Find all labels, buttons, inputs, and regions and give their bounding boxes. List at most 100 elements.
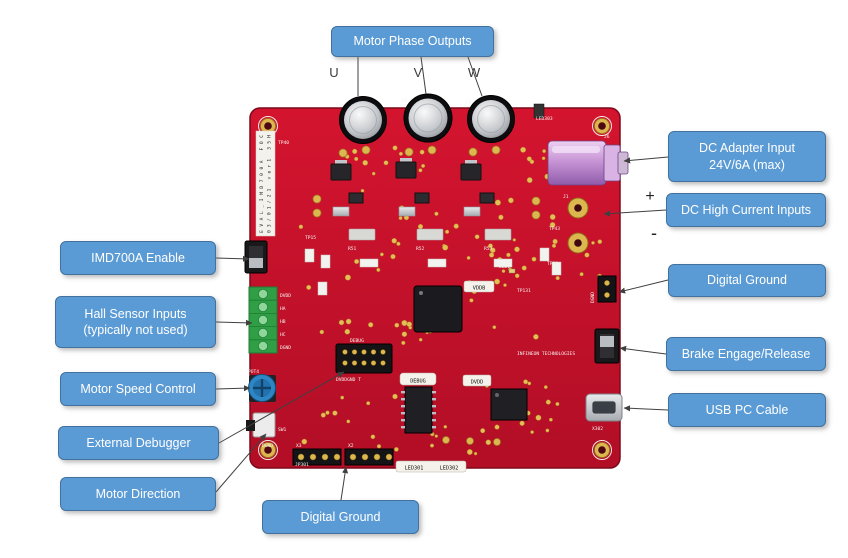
label-jp301: JP301	[295, 462, 309, 468]
power-stage-fets	[330, 158, 495, 217]
label-x3: X3	[296, 443, 302, 449]
leader-dc-high-current	[603, 209, 667, 217]
capacitor-c3	[467, 95, 515, 143]
leader-direction	[215, 433, 267, 493]
callout-label: Digital Ground	[707, 273, 787, 288]
via-dots	[298, 145, 603, 456]
callout-imd700a-enable: IMD700A Enable	[60, 241, 216, 275]
test-points	[312, 145, 541, 446]
label-debug-box: DEBUG	[410, 379, 426, 385]
board-title-line2: 03/01/21 ver1 35H	[267, 135, 273, 233]
label-dgnd-bottom: DGND	[262, 443, 273, 449]
shunt-resistors	[348, 228, 512, 241]
callout-dc-adapter-input: DC Adapter Input 24V/6A (max)	[668, 131, 826, 182]
brake-switch	[594, 328, 620, 364]
phase-label-v: V	[413, 65, 423, 80]
label-hall-dvdd: DVDD	[280, 293, 291, 299]
label-x302: X302	[592, 426, 603, 432]
callout-label: External Debugger	[86, 435, 191, 450]
callout-motor-speed-control: Motor Speed Control	[60, 372, 216, 406]
label-c1: C1	[336, 102, 342, 108]
label-j6: J6	[604, 134, 610, 140]
callout-label: Brake Engage/Release	[681, 346, 811, 361]
callout-dc-high-current-inputs: DC High Current Inputs	[666, 193, 826, 227]
label-hall-ha: HA	[280, 306, 286, 312]
debug-header	[335, 343, 393, 374]
callout-label: Motor Phase Outputs	[353, 34, 472, 49]
callout-label: Hall Sensor Inputs (typically not used)	[83, 306, 188, 338]
callout-label: DC Adapter Input 24V/6A (max)	[699, 141, 795, 172]
label-dgnd-right: DGND	[590, 292, 596, 303]
label-led301: LED301	[405, 466, 424, 472]
label-led1: LED1	[499, 264, 510, 270]
label-pot4: POT4	[248, 369, 259, 375]
leader-brake	[619, 345, 667, 355]
mounting-holes	[258, 116, 612, 460]
leader-phase-v	[420, 56, 427, 95]
callout-external-debugger: External Debugger	[58, 426, 219, 460]
label-r53: R53	[484, 246, 493, 252]
callout-label: Motor Direction	[95, 486, 181, 501]
callout-hall-sensor-inputs: Hall Sensor Inputs (typically not used)	[55, 296, 216, 348]
leader-lines	[215, 56, 669, 501]
callout-digital-ground-right: Digital Ground	[668, 264, 826, 297]
callout-brake-engage-release: Brake Engage/Release	[666, 337, 826, 371]
leader-debugger	[218, 371, 345, 444]
label-tp15: TP15	[305, 235, 316, 241]
callout-label: DC High Current Inputs	[681, 202, 811, 217]
led303-part	[533, 103, 545, 119]
label-r52: R52	[416, 246, 425, 252]
label-led302: LED302	[440, 466, 459, 472]
label-tp50: TP50	[547, 261, 558, 267]
header-x3	[292, 448, 342, 466]
callout-usb-pc-cable: USB PC Cable	[668, 393, 826, 427]
dgnd-header-right	[597, 275, 617, 303]
callout-motor-direction: Motor Direction	[60, 477, 216, 511]
label-hall-hc: HC	[280, 332, 286, 338]
label-j1: J1	[563, 194, 569, 200]
leader-enable	[215, 255, 250, 262]
label-hall-hb: HB	[280, 319, 286, 325]
imd700a-mcu-chip	[413, 285, 463, 333]
polarity-plus-label: +	[645, 188, 655, 205]
imd700a-enable-switch	[244, 240, 268, 274]
leader-phase-w	[467, 56, 483, 97]
leader-digital-ground-right	[618, 279, 669, 294]
leader-usb	[623, 405, 669, 412]
polarity-minus-label: -	[651, 223, 657, 243]
callout-label: Motor Speed Control	[80, 381, 196, 396]
usb-bridge-chip	[490, 388, 528, 421]
label-tp131: TP131	[517, 288, 531, 294]
capacitor-c1	[339, 96, 387, 144]
phase-label-u: U	[329, 65, 339, 80]
label-tp43: TP43	[549, 226, 560, 232]
speed-potentiometer	[248, 374, 276, 402]
silkscreen-boxes	[395, 280, 495, 473]
label-tp40: TP40	[278, 140, 289, 146]
label-x2: X2	[348, 443, 354, 449]
leader-hall	[215, 319, 253, 326]
label-r51: R51	[348, 246, 357, 252]
header-x2	[344, 448, 394, 466]
dc-barrel-jack	[547, 140, 629, 186]
pcb-board	[244, 93, 629, 473]
label-debug-header: DEBUG	[350, 338, 364, 344]
led1-led	[508, 268, 516, 274]
leader-digital-ground-bottom	[340, 466, 349, 501]
label-infineon: INFINEON TECHNOLOGIES	[517, 351, 575, 357]
callout-motor-phase-outputs: Motor Phase Outputs	[331, 26, 494, 57]
micro-usb-connector	[585, 393, 623, 422]
terminal-j1-positive	[567, 197, 589, 219]
label-sw1: SW1	[278, 427, 287, 433]
hall-terminal-block	[248, 286, 278, 354]
label-led303: LED303	[536, 116, 553, 122]
label-vddb: VDDB	[473, 286, 486, 292]
label-c3: C3	[466, 100, 472, 106]
terminal-j2-negative	[567, 232, 589, 254]
label-dvdd-box: DVDD	[471, 380, 484, 386]
phase-label-w: W	[467, 65, 481, 80]
title-strip	[255, 130, 276, 237]
ceramic-caps	[304, 247, 562, 296]
callout-digital-ground-bottom: Digital Ground	[262, 500, 419, 534]
callout-label: Digital Ground	[300, 509, 381, 524]
